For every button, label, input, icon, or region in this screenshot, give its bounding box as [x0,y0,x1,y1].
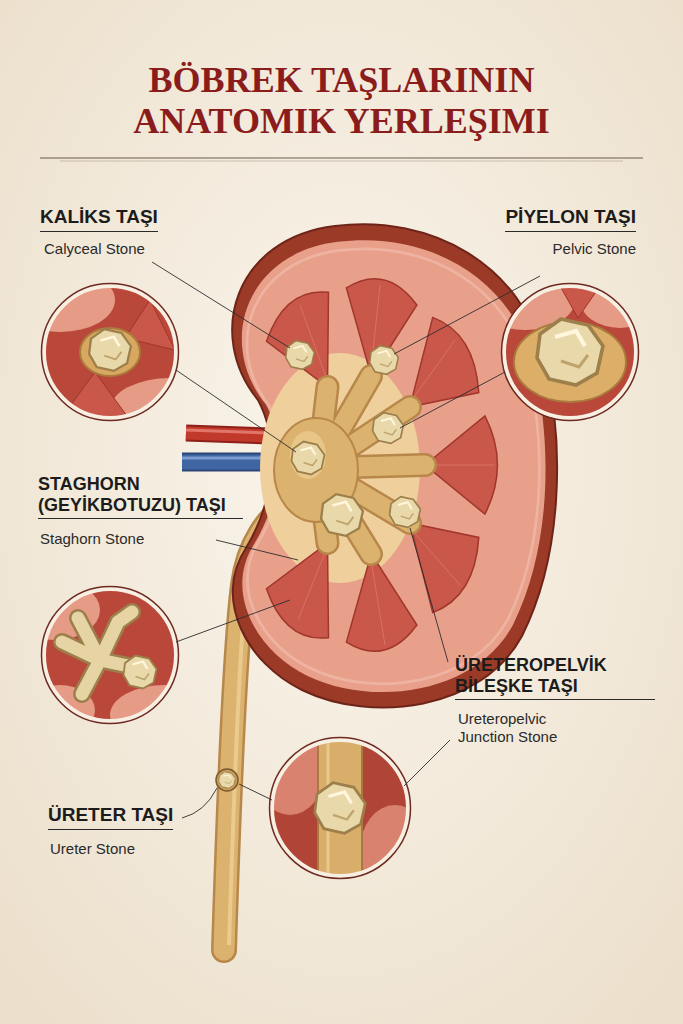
ureter-stone [216,769,238,791]
junction-inset [255,725,430,895]
leader-line [152,262,290,348]
leader-line [404,740,450,786]
stone-caption: Pelvic Stone [553,240,636,258]
kidney [232,224,557,707]
leader-line [400,372,505,428]
diagram-title: BÖBREK TAŞLARININ ANATOMIK YERLEŞIMI [121,60,562,143]
stone-label: ÜRETEROPELVİK BİLEŞKE TAŞI [455,655,655,700]
leader-line [216,540,298,560]
renal-pelvis [274,376,425,554]
leader-line [176,600,290,642]
stone-label: KALİKS TAŞI [40,206,158,232]
stone-caption: Ureter Stone [50,840,135,858]
staghorn-inset [10,580,220,745]
leader-line [410,528,448,662]
pelvic-inset [475,270,660,422]
stone-label: PİYELON TAŞI [505,206,636,232]
stone-caption: Staghorn Stone [40,530,144,548]
stone-label: ÜRETER TAŞI [48,804,173,830]
stone-caption: Ureteropelvic Junction Stone [458,710,588,746]
kidney-stones [286,341,421,536]
leader-line [182,788,217,818]
calyceal-inset [5,268,230,442]
leader-line [394,276,540,354]
title-divider [40,158,643,161]
stone-caption: Calyceal Stone [44,240,145,258]
renal-pyramids [267,279,498,652]
leader-line [239,784,272,800]
stone-label: STAGHORN (GEYİKBOTUZU) TAŞI [38,474,243,519]
leader-line [176,370,296,452]
